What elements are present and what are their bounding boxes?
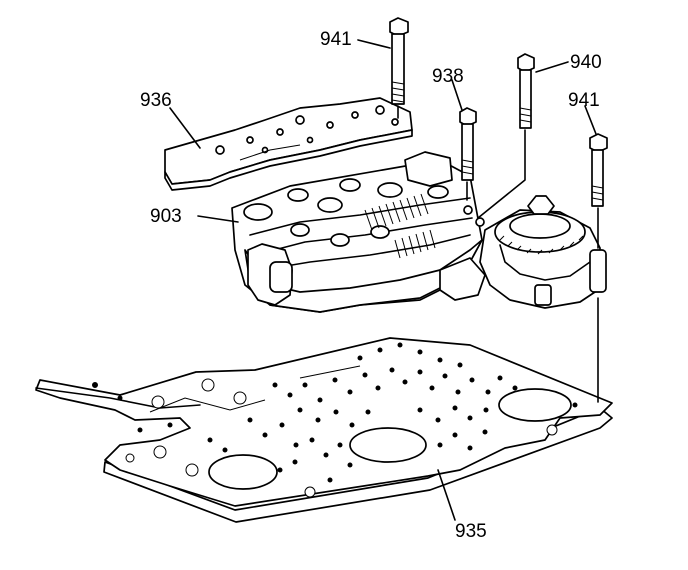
callout-938: 938 [432, 66, 464, 87]
callout-935: 935 [455, 521, 487, 542]
housing-teeth [499, 235, 584, 255]
callout-940: 940 [570, 52, 602, 73]
bolt-938 [459, 107, 477, 201]
plate-936 [164, 97, 413, 191]
callout-941-left: 941 [320, 29, 352, 50]
bolt-940 [477, 53, 535, 219]
pump-housing [439, 195, 607, 309]
spacer-plate-935 [35, 337, 613, 523]
callout-941-right: 941 [568, 90, 600, 111]
valve-body-ribs [364, 193, 436, 259]
bolt-941-right [589, 133, 608, 403]
valve-body-903 [231, 151, 485, 313]
leader-lines [169, 39, 597, 521]
callout-903: 903 [150, 206, 182, 227]
plate-holes [92, 342, 578, 498]
callout-936: 936 [140, 90, 172, 111]
bolt-941-left [389, 17, 409, 119]
